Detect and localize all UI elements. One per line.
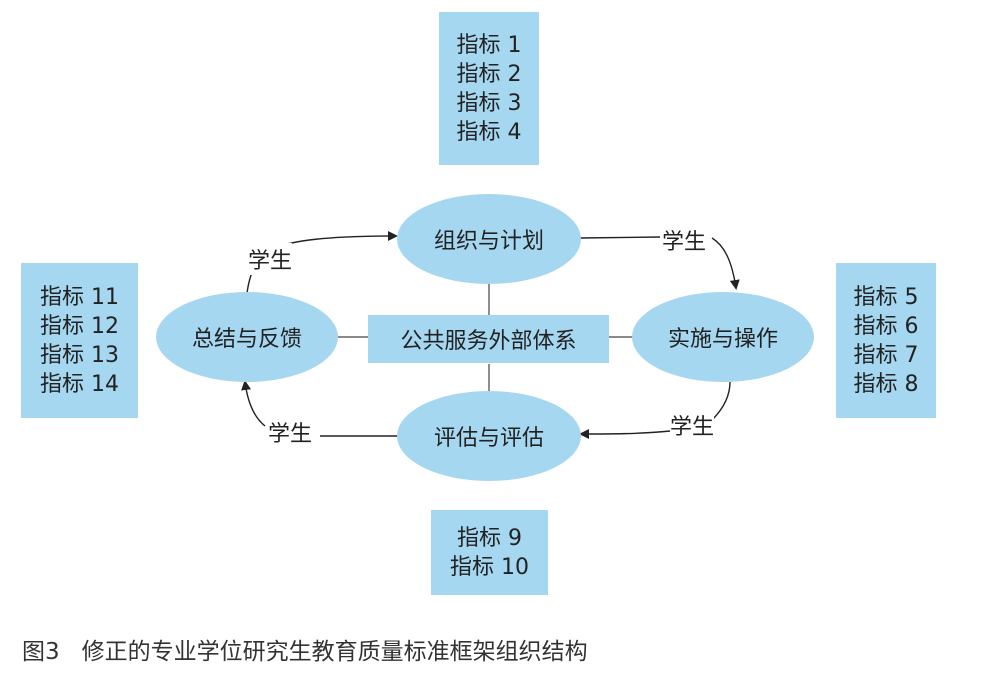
indicator-label: 指标 13 bbox=[40, 342, 119, 368]
indicator-label: 指标 2 bbox=[456, 61, 522, 87]
indicator-label: 指标 5 bbox=[853, 284, 919, 310]
figure-title: 修正的专业学位研究生教育质量标准框架组织结构 bbox=[81, 639, 588, 665]
edge-label-top-right: 学生 bbox=[662, 224, 707, 256]
node-evaluate: 评估与评估 bbox=[397, 391, 581, 481]
node-implement-operate: 实施与操作 bbox=[632, 292, 814, 382]
node-organize-plan: 组织与计划 bbox=[397, 194, 581, 284]
arrow-top-to-right bbox=[579, 236, 736, 288]
indicator-label: 指标 1 bbox=[456, 32, 522, 58]
indicator-label: 指标 3 bbox=[456, 90, 522, 116]
figure-caption: 图3 修正的专业学位研究生教育质量标准框架组织结构 bbox=[22, 632, 588, 666]
indicator-label: 指标 8 bbox=[853, 371, 919, 397]
indicator-label: 指标 10 bbox=[450, 554, 529, 580]
indicator-label: 指标 4 bbox=[456, 119, 522, 145]
indicator-box-bottom: 指标 9 指标 10 bbox=[431, 510, 548, 595]
indicator-box-right: 指标 5 指标 6 指标 7 指标 8 bbox=[836, 263, 936, 418]
indicator-label: 指标 7 bbox=[853, 342, 919, 368]
indicator-label: 指标 6 bbox=[853, 313, 919, 339]
indicator-box-left: 指标 11 指标 12 指标 13 指标 14 bbox=[21, 263, 138, 418]
edge-label-right-bottom: 学生 bbox=[670, 409, 715, 441]
arrow-bottom-to-left bbox=[245, 382, 398, 437]
node-summary-feedback: 总结与反馈 bbox=[156, 292, 338, 382]
indicator-label: 指标 9 bbox=[457, 525, 522, 551]
edge-label-left-top: 学生 bbox=[248, 243, 293, 275]
figure-number: 图3 bbox=[22, 639, 60, 665]
node-public-service-system: 公共服务外部体系 bbox=[368, 315, 609, 363]
indicator-label: 指标 12 bbox=[40, 313, 119, 339]
indicator-label: 指标 14 bbox=[40, 371, 119, 397]
edge-label-bottom-left: 学生 bbox=[268, 416, 313, 448]
arrow-right-to-bottom bbox=[581, 381, 731, 434]
indicator-label: 指标 11 bbox=[40, 284, 119, 310]
indicator-box-top: 指标 1 指标 2 指标 3 指标 4 bbox=[439, 12, 539, 165]
